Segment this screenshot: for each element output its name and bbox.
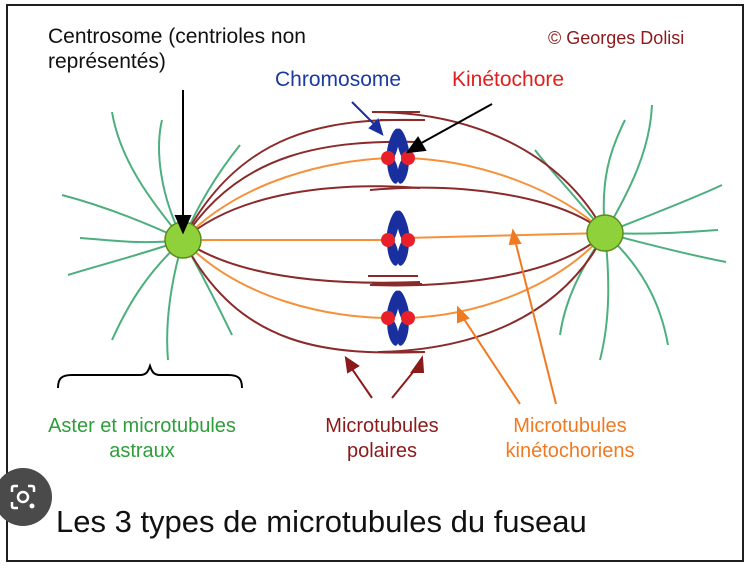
kinetochore-mt-arrows — [457, 228, 557, 405]
aster-label-line1: Aster et microtubules — [48, 415, 236, 437]
copyright-text: © Georges Dolisi — [548, 28, 685, 48]
kinetochore-mt-label-line1: Microtubules — [513, 415, 627, 437]
centrosome-label-line2: représentés) — [48, 50, 166, 73]
polar-microtubules — [182, 111, 606, 354]
kinetochore-bot-left — [381, 311, 395, 325]
kinetochore-microtubules — [182, 157, 606, 319]
figure-frame — [6, 4, 744, 562]
polar-arrows — [344, 355, 425, 399]
kinetochores — [381, 151, 415, 325]
chromosome-arrow — [351, 101, 384, 136]
astral-microtubules-left — [61, 111, 241, 361]
centrosome-label-line1: Centrosome (centrioles non — [48, 25, 306, 48]
kinetochore-mt-label: Microtubules kinétochoriens — [480, 414, 660, 464]
polar-label-line2: polaires — [346, 440, 418, 462]
aster-brace — [57, 362, 243, 389]
kinetochore-mid-left — [381, 233, 395, 247]
polar-label: Microtubules polaires — [300, 414, 464, 464]
kinetochore-mt-label-line2: kinétochoriens — [505, 440, 635, 462]
figure-title: Les 3 types de microtubules du fuseau — [56, 504, 587, 539]
aster-label: Aster et microtubules astraux — [22, 414, 262, 464]
aster-label-line2: astraux — [109, 440, 175, 462]
black-arrows — [174, 90, 493, 235]
kinetochore-top-left — [381, 151, 395, 165]
lens-search-button[interactable] — [0, 468, 52, 526]
kinetochore-bot-right — [401, 311, 415, 325]
lens-search-icon — [10, 484, 36, 510]
kinetochore-label: Kinétochore — [452, 68, 565, 91]
centrosome-right — [586, 214, 624, 252]
chromosome-label: Chromosome — [275, 68, 402, 91]
kinetochore-top-right — [401, 151, 415, 165]
kinetochore-mid-right — [401, 233, 415, 247]
centrosome-label: Centrosome (centrioles non représentés) — [48, 24, 306, 74]
astral-microtubules-right — [534, 104, 727, 361]
polar-label-line1: Microtubules — [325, 415, 439, 437]
